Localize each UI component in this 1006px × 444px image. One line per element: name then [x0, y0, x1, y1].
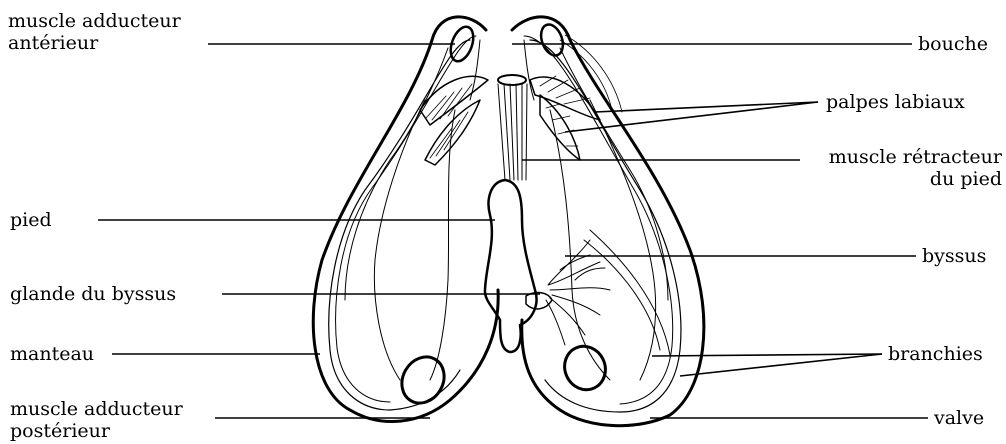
- label-adductor-posterior: muscle adducteur postérieur: [10, 398, 183, 442]
- label-manteau: manteau: [10, 343, 94, 365]
- label-adductor-anterior-line1: muscle adducteur: [8, 10, 181, 32]
- label-adductor-posterior-line1: muscle adducteur: [10, 398, 183, 420]
- leader-branchies-2: [680, 354, 882, 376]
- label-foot-retractor-line2: du pied: [829, 168, 1002, 190]
- gills: [584, 230, 670, 355]
- label-palpes-labiaux: palpes labiaux: [826, 91, 965, 113]
- leader-branchies-1: [652, 354, 882, 356]
- label-valve: valve: [934, 407, 984, 429]
- posterior-adductor-right: [558, 340, 613, 397]
- label-adductor-anterior-line2: antérieur: [8, 32, 181, 54]
- byssus-gland: [526, 293, 552, 309]
- mouth-and-retractor: [498, 75, 527, 180]
- posterior-adductor-left: [394, 349, 453, 411]
- label-foot-retractor-line1: muscle rétracteur: [829, 146, 1002, 168]
- label-bouche: bouche: [918, 33, 988, 55]
- foot: [485, 180, 537, 352]
- leader-palpes-2: [565, 102, 818, 132]
- label-byssus: byssus: [922, 245, 986, 267]
- label-pied: pied: [10, 209, 52, 231]
- label-branchies: branchies: [888, 343, 983, 365]
- label-adductor-posterior-line2: postérieur: [10, 420, 183, 442]
- leader-palpes-1: [595, 102, 818, 112]
- leader-lines: [98, 44, 928, 418]
- left-valve: [313, 17, 498, 422]
- label-glande-du-byssus: glande du byssus: [10, 283, 176, 305]
- label-foot-retractor: muscle rétracteur du pied: [829, 146, 1002, 190]
- label-adductor-anterior: muscle adducteur antérieur: [8, 10, 181, 54]
